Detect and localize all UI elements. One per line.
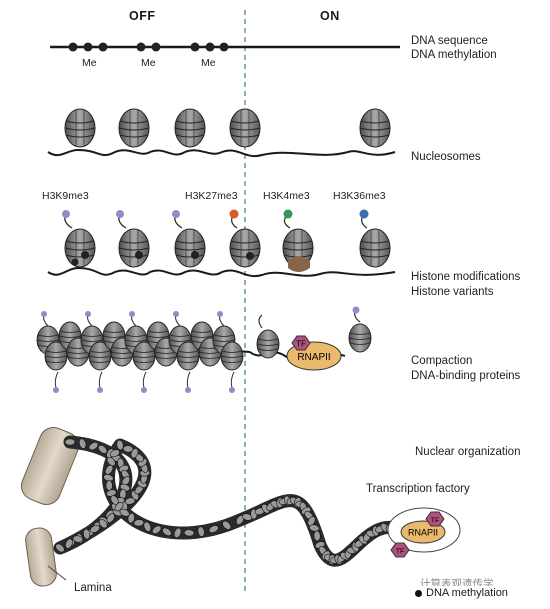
chromatin-fibre bbox=[53, 435, 399, 567]
methyl-label: Me bbox=[82, 57, 97, 69]
histone-variant-patch bbox=[288, 256, 310, 272]
lamina-label: Lamina bbox=[74, 582, 112, 594]
histone-modifications-label: Histone modifications bbox=[411, 271, 521, 283]
h3k4me3-label: H3K4me3 bbox=[263, 190, 310, 202]
tf-label: TF bbox=[296, 340, 306, 349]
histone-tail-marks bbox=[62, 209, 369, 219]
tf-protein bbox=[291, 335, 311, 351]
tf-label: TF bbox=[431, 518, 440, 525]
h3k9me3-mark bbox=[172, 210, 180, 218]
nucleosomes-label: Nucleosomes bbox=[411, 151, 481, 163]
dna-methylation-label: DNA methylation bbox=[411, 49, 497, 61]
methylation-dot-icon bbox=[415, 589, 422, 597]
h3k36me3-label: H3K36me3 bbox=[333, 190, 386, 202]
lamina-segment bbox=[20, 426, 80, 506]
lamina-segment bbox=[25, 527, 57, 587]
h3k27me3-label: H3K27me3 bbox=[185, 190, 238, 202]
nucleosome-row bbox=[47, 108, 396, 158]
h3k9me3-mark bbox=[62, 210, 70, 218]
h3k36me3-mark bbox=[359, 209, 369, 219]
tf-label: TF bbox=[396, 549, 405, 556]
methyl-label: Me bbox=[201, 57, 216, 69]
methyl-label: Me bbox=[141, 57, 156, 69]
h3k9me3-label: H3K9me3 bbox=[42, 190, 89, 202]
nuclear-organization-row: RNAPII TF TF bbox=[20, 426, 461, 587]
methyl-groups bbox=[68, 42, 229, 52]
dna-binding-proteins-label: DNA-binding proteins bbox=[411, 370, 521, 382]
active-open-chromatin: TF RNAPII bbox=[249, 306, 372, 371]
histone-modification-row bbox=[47, 209, 396, 278]
rnapii-label: RNAPII bbox=[297, 352, 330, 363]
transcription-factory: RNAPII TF TF bbox=[387, 507, 461, 558]
legend-label: DNA methylation bbox=[426, 587, 508, 599]
h3k27me3-mark bbox=[229, 209, 239, 219]
tf-protein bbox=[390, 542, 410, 558]
dna-sequence-label: DNA sequence bbox=[411, 35, 488, 47]
nuclear-organization-label: Nuclear organization bbox=[415, 446, 521, 458]
transcription-factory-label: Transcription factory bbox=[366, 483, 470, 495]
h3k4me3-mark bbox=[283, 209, 293, 219]
dna-methylation-row bbox=[50, 42, 400, 52]
legend: DNA methylation bbox=[412, 586, 511, 600]
on-column-heading: ON bbox=[320, 9, 340, 23]
h3k9me3-mark bbox=[116, 210, 124, 218]
histone-variants-label: Histone variants bbox=[411, 286, 494, 298]
rnapii-label: RNAPII bbox=[408, 528, 438, 538]
tf-protein bbox=[425, 511, 445, 527]
off-column-heading: OFF bbox=[129, 9, 156, 23]
compaction-row bbox=[36, 311, 251, 393]
compaction-label: Compaction bbox=[411, 355, 473, 367]
